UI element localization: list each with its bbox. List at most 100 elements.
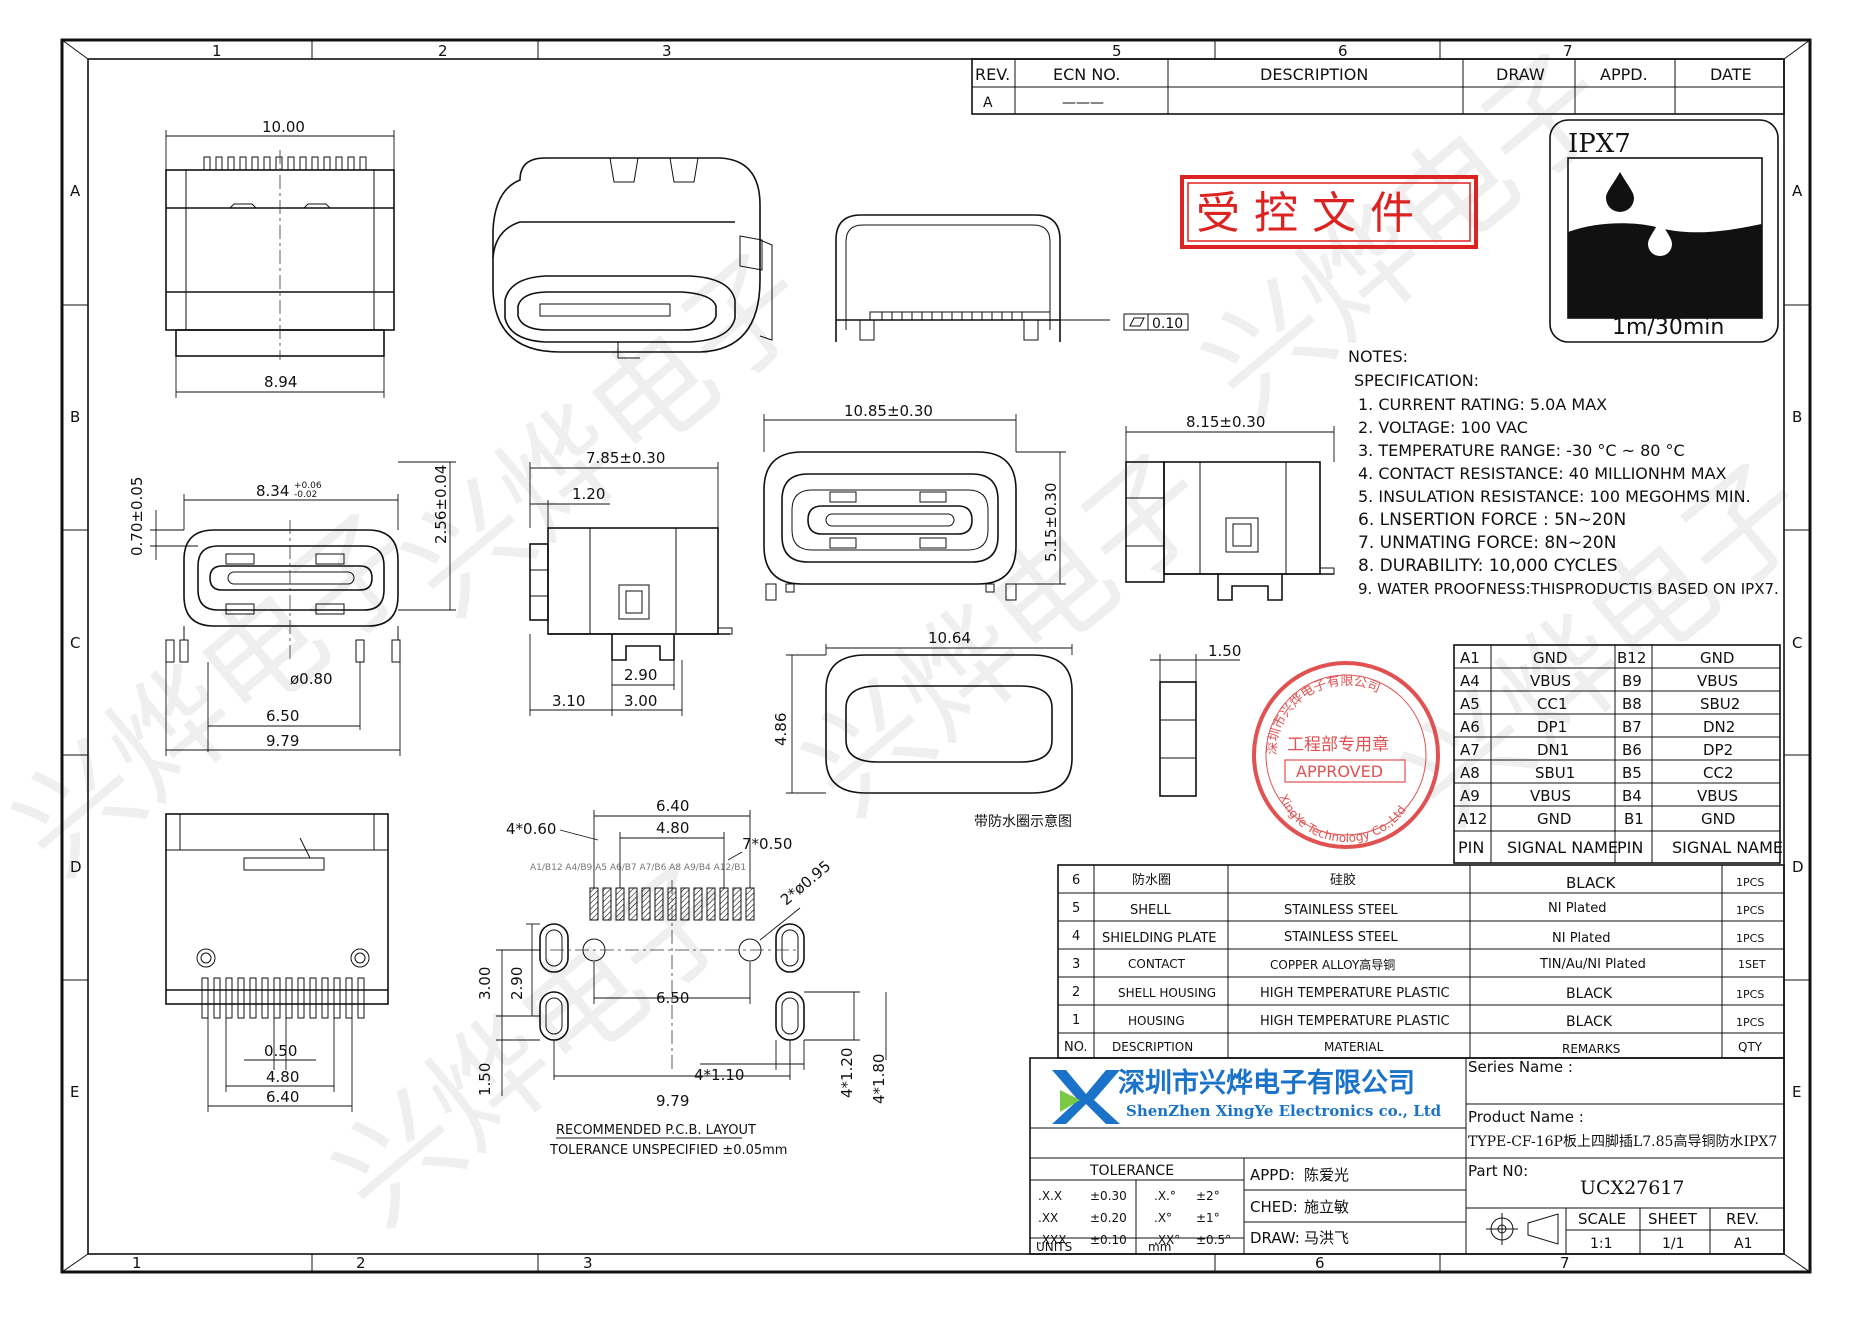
- svg-text:STAINLESS STEEL: STAINLESS STEEL: [1284, 903, 1398, 918]
- note-6: 6. LNSERTION FORCE : 5N~20N: [1358, 510, 1626, 530]
- zone-col-b3: 3: [583, 1254, 593, 1272]
- dim-end-width: 8.15±0.30: [1186, 413, 1265, 431]
- dim-pcb-4x180: 4*1.80: [870, 1054, 888, 1104]
- svg-text:B8: B8: [1622, 695, 1642, 713]
- svg-text:1PCS: 1PCS: [1736, 904, 1764, 917]
- dim-bottom-480: 4.80: [266, 1068, 299, 1086]
- notes-title: NOTES:: [1348, 347, 1408, 366]
- svg-text:HIGH TEMPERATURE PLASTIC: HIGH TEMPERATURE PLASTIC: [1260, 1014, 1450, 1029]
- svg-text:.X.X: .X.X: [1038, 1189, 1062, 1203]
- svg-text:A6: A6: [1460, 718, 1480, 736]
- title-block: 深圳市兴烨电子有限公司 ShenZhen XingYe Electronics …: [1029, 1057, 1785, 1255]
- dim-pcb-300: 3.00: [476, 967, 494, 1000]
- svg-text:VBUS: VBUS: [1530, 787, 1571, 805]
- ipx7-label: IPX7: [1568, 129, 1631, 159]
- flatness-tolerance: 0.10: [1152, 316, 1183, 332]
- svg-text:兴烨电子: 兴烨电子: [379, 227, 836, 642]
- svg-text:REMARKS: REMARKS: [1562, 1042, 1620, 1056]
- note-5: 5. INSULATION RESISTANCE: 100 MEGOHMS MI…: [1358, 487, 1751, 506]
- zone-row-d: D: [70, 858, 82, 876]
- svg-text:±1°: ±1°: [1196, 1211, 1220, 1225]
- svg-text:SHELL: SHELL: [1130, 903, 1171, 918]
- svg-text:4: 4: [1072, 929, 1080, 944]
- dim-pcb-2x095: 2*ø0.95: [777, 857, 834, 909]
- svg-text:6: 6: [1072, 873, 1080, 888]
- zone-col-b7: 7: [1560, 1254, 1570, 1272]
- note-1: 1. CURRENT RATING: 5.0A MAX: [1358, 395, 1607, 414]
- pcb-pin-labels: A1/B12 A4/B9 A5 A6/B7 A7/B6 A8 A9/B4 A12…: [530, 863, 746, 873]
- svg-text:1PCS: 1PCS: [1736, 988, 1764, 1001]
- view-bottom: 0.50 4.80 6.40: [165, 813, 389, 1112]
- projection-symbol-icon: [1486, 1213, 1559, 1245]
- svg-text:硅胶: 硅胶: [1330, 872, 1356, 888]
- ipx7-box: IPX7 1m/30min: [1549, 119, 1779, 343]
- note-3: 3. TEMPERATURE RANGE: -30 °C ~ 80 °C: [1358, 441, 1685, 460]
- dim-pcb-640: 6.40: [656, 797, 689, 815]
- svg-text:DESCRIPTION: DESCRIPTION: [1112, 1040, 1193, 1054]
- dim-ring-height: 4.86: [772, 713, 790, 746]
- appd-label: APPD:: [1250, 1166, 1295, 1184]
- svg-text:HOUSING: HOUSING: [1128, 1014, 1185, 1028]
- view-face-with-seal: 10.85±0.30 5.15±0.30: [763, 402, 1066, 601]
- dim-side-width: 7.85±0.30: [586, 449, 665, 467]
- rev-col-date: DATE: [1710, 65, 1752, 84]
- ched-label: CHED:: [1250, 1198, 1298, 1216]
- dim-pcb-979: 9.79: [656, 1092, 689, 1110]
- svg-text:SIGNAL NAME: SIGNAL NAME: [1507, 838, 1618, 857]
- svg-text:B9: B9: [1622, 672, 1642, 690]
- svg-text:VBUS: VBUS: [1697, 787, 1738, 805]
- zone-col-b2: 2: [356, 1254, 366, 1272]
- svg-text:.X.°: .X.°: [1154, 1189, 1176, 1203]
- svg-text:1PCS: 1PCS: [1736, 1016, 1764, 1029]
- part-number: UCX27617: [1580, 1177, 1685, 1199]
- company-name-cn: 深圳市兴烨电子有限公司: [1118, 1067, 1415, 1099]
- rev-col-ecn: ECN NO.: [1053, 65, 1120, 84]
- company-name-en: ShenZhen XingYe Electronics co., Ltd: [1126, 1102, 1442, 1120]
- view-seal-ring: 10.64 4.86 1.50 带防水圈示意图: [772, 629, 1241, 830]
- revision-table: REV. ECN NO. DESCRIPTION DRAW APPD. DATE…: [971, 58, 1785, 115]
- svg-text:BLACK: BLACK: [1566, 874, 1616, 892]
- zone-col-3: 3: [662, 42, 672, 60]
- svg-text:1: 1: [1072, 1013, 1080, 1028]
- dim-hole-dia: ø0.80: [290, 670, 333, 688]
- zone-col-2: 2: [438, 42, 448, 60]
- dim-side-300: 3.00: [624, 692, 657, 710]
- svg-text:TIN/Au/NI Plated: TIN/Au/NI Plated: [1539, 957, 1646, 972]
- svg-text:GND: GND: [1700, 649, 1734, 667]
- svg-text:防水圈: 防水圈: [1132, 872, 1171, 888]
- pcb-note-tolerance: TOLERANCE UNSPECIFIED ±0.05mm: [549, 1143, 787, 1158]
- svg-text:1PCS: 1PCS: [1736, 932, 1764, 945]
- svg-text:.XX: .XX: [1038, 1211, 1058, 1225]
- notes-block: NOTES: SPECIFICATION: 1. CURRENT RATING:…: [1348, 347, 1779, 598]
- view-side: 7.85±0.30 1.20 2.90 3.10 3.00: [529, 449, 733, 716]
- svg-text:受 控 文 件: 受 控 文 件: [1196, 188, 1414, 239]
- sheet-value: 1/1: [1662, 1236, 1685, 1252]
- svg-text:MATERIAL: MATERIAL: [1324, 1040, 1384, 1054]
- dim-pcb-4x120: 4*1.20: [838, 1048, 856, 1098]
- svg-text:A9: A9: [1460, 787, 1480, 805]
- svg-text:GND: GND: [1701, 810, 1735, 828]
- svg-text:DN2: DN2: [1703, 718, 1735, 736]
- company-logo-icon: [1052, 1070, 1120, 1124]
- view-top: 10.00 8.94: [165, 118, 395, 398]
- dim-pcb-150: 1.50: [476, 1063, 494, 1096]
- dim-front-height-2: 2.56±0.04: [432, 465, 450, 544]
- svg-text:A4: A4: [1460, 672, 1480, 690]
- svg-text:NI Plated: NI Plated: [1548, 901, 1606, 916]
- zone-row-e: E: [70, 1083, 79, 1101]
- draw-label: DRAW:: [1250, 1229, 1300, 1247]
- controlled-document-stamp: 受 控 文 件: [1180, 175, 1478, 249]
- svg-text:VBUS: VBUS: [1530, 672, 1571, 690]
- svg-text:.XXX: .XXX: [1038, 1233, 1066, 1247]
- rev-value: A1: [1734, 1236, 1752, 1252]
- svg-text:B7: B7: [1622, 718, 1642, 736]
- svg-text:CC1: CC1: [1537, 695, 1568, 713]
- sheet-label: SHEET: [1648, 1210, 1698, 1228]
- svg-text:QTY: QTY: [1738, 1040, 1763, 1054]
- svg-text:A12: A12: [1458, 810, 1487, 828]
- svg-text:A5: A5: [1460, 695, 1480, 713]
- product-name: TYPE-CF-16P板上四脚插L7.85高导铜防水IPX7: [1468, 1133, 1777, 1150]
- note-4: 4. CONTACT RESISTANCE: 40 MILLIONHM MAX: [1358, 464, 1727, 483]
- svg-text:1PCS: 1PCS: [1736, 876, 1764, 889]
